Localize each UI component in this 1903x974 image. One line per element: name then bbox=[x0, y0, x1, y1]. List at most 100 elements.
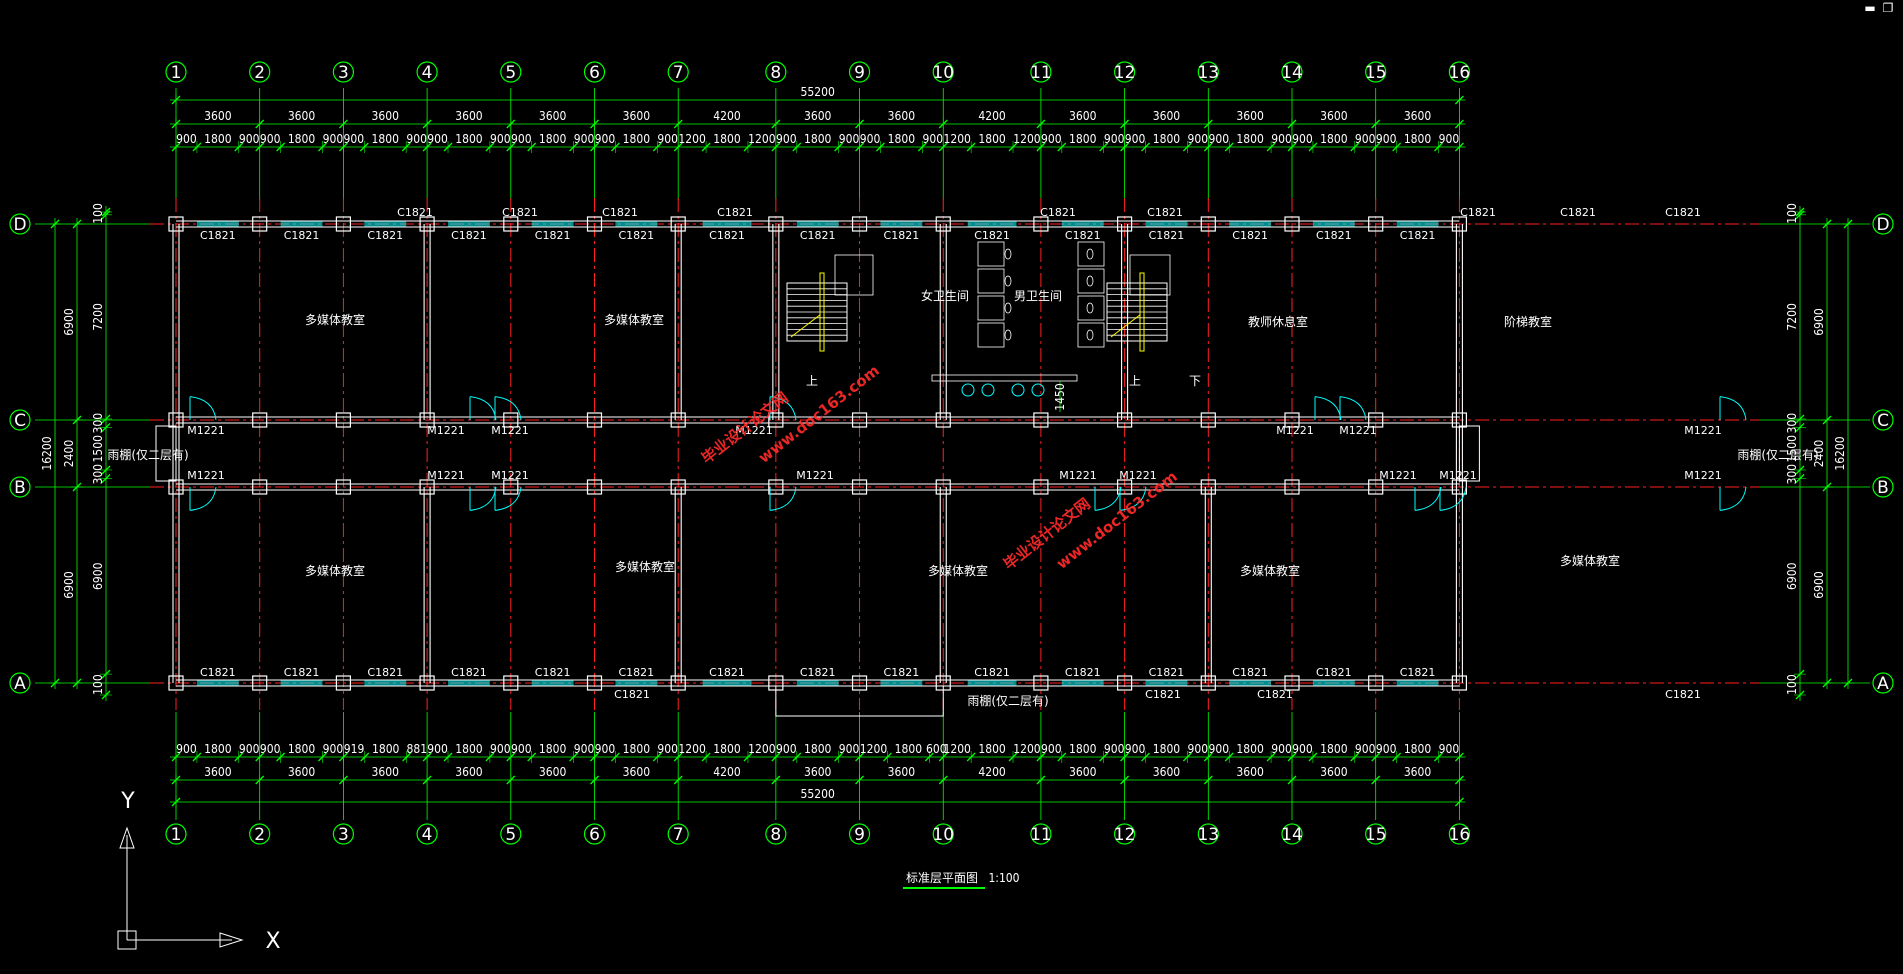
toilet-bowl bbox=[1004, 275, 1012, 287]
minimize-button[interactable]: ▬ bbox=[1864, 1, 1876, 15]
axis-bubble bbox=[1872, 476, 1894, 498]
dim-value: 6900 bbox=[1812, 571, 1826, 599]
sink-counter bbox=[931, 374, 1078, 382]
axis-bubble bbox=[1197, 823, 1219, 845]
column bbox=[670, 675, 686, 691]
axis-bubble bbox=[667, 823, 689, 845]
column bbox=[768, 675, 784, 691]
dim-value: 1800 bbox=[978, 132, 1006, 146]
window bbox=[1229, 221, 1272, 227]
column bbox=[335, 412, 351, 428]
window bbox=[1145, 221, 1188, 227]
window-label: C1821 bbox=[602, 206, 638, 219]
column bbox=[1368, 216, 1384, 232]
column bbox=[1284, 675, 1300, 691]
window-label: C1821 bbox=[502, 206, 538, 219]
dim-value: 1800 bbox=[1153, 132, 1181, 146]
watermarks: 毕业设计论文网www.doc163.com毕业设计论文网www.doc163.c… bbox=[698, 361, 1181, 573]
axis-number: 7 bbox=[673, 63, 684, 83]
dim-value: 3600 bbox=[539, 765, 567, 779]
column bbox=[419, 479, 435, 495]
window-label: C1821 bbox=[974, 666, 1010, 679]
dim-value: 1800 bbox=[372, 742, 400, 756]
window bbox=[702, 221, 752, 227]
dim-value: 900 bbox=[1355, 742, 1376, 756]
dim-value: 1200 bbox=[678, 132, 706, 146]
column bbox=[335, 479, 351, 495]
axis-letter: B bbox=[1877, 478, 1889, 498]
door-label: M1221 bbox=[1276, 424, 1314, 437]
stair-down-label: 下 bbox=[1189, 374, 1201, 388]
axis-bubble bbox=[1365, 823, 1387, 845]
restore-button[interactable]: ❐ bbox=[1882, 1, 1894, 15]
dim-value: 100 bbox=[91, 203, 105, 224]
axis-bubble bbox=[9, 213, 31, 235]
dim-value: 900 bbox=[657, 132, 678, 146]
dim-value: 900 bbox=[595, 742, 616, 756]
door-label: M1221 bbox=[1379, 469, 1417, 482]
axis-letter: D bbox=[1876, 215, 1889, 235]
toilet-stall bbox=[977, 268, 1005, 294]
dim-value: 3600 bbox=[1069, 109, 1097, 123]
axis-number: 1 bbox=[171, 825, 182, 845]
dim-value: 1800 bbox=[1404, 132, 1432, 146]
dim-value: 900 bbox=[176, 742, 197, 756]
window-label: C1821 bbox=[1400, 229, 1436, 242]
column bbox=[1116, 412, 1133, 428]
window bbox=[880, 221, 923, 227]
dim-value: 3600 bbox=[288, 765, 316, 779]
stair-landing bbox=[1129, 254, 1171, 296]
column bbox=[851, 412, 868, 428]
dim-value: 1200 bbox=[748, 742, 776, 756]
window bbox=[1145, 680, 1188, 686]
dim-value: 3600 bbox=[1320, 109, 1348, 123]
column bbox=[586, 216, 603, 232]
column bbox=[851, 675, 868, 691]
dim-value: 1800 bbox=[713, 742, 741, 756]
axis-bubble bbox=[1113, 61, 1136, 83]
room-label: 女卫生间 bbox=[921, 288, 969, 303]
dim-value: 1800 bbox=[1320, 132, 1348, 146]
axis-number: 10 bbox=[932, 825, 954, 845]
toilet-bowl bbox=[1004, 302, 1012, 314]
dim-value: 900 bbox=[1104, 132, 1125, 146]
door-swing bbox=[1719, 396, 1747, 421]
window-label: C1821 bbox=[1460, 206, 1496, 219]
dim-value: 900 bbox=[1271, 742, 1292, 756]
window bbox=[1312, 221, 1355, 227]
dim-value: 3600 bbox=[1153, 765, 1181, 779]
column bbox=[1284, 412, 1300, 428]
toilet-bowl bbox=[1004, 329, 1012, 341]
axis-number: 15 bbox=[1365, 825, 1387, 845]
stair-arrow bbox=[790, 314, 821, 338]
axis-bubble bbox=[1448, 61, 1471, 83]
axis-letter: D bbox=[13, 215, 26, 235]
axis-number: 13 bbox=[1197, 63, 1219, 83]
column bbox=[1451, 479, 1468, 495]
dim-value: 3600 bbox=[204, 765, 232, 779]
axis-bubble bbox=[1281, 61, 1303, 83]
column bbox=[1033, 479, 1049, 495]
dim-value: 900 bbox=[323, 132, 344, 146]
dim-value: 4200 bbox=[978, 109, 1006, 123]
window-label: C1821 bbox=[717, 206, 753, 219]
axis-letter: B bbox=[14, 478, 26, 498]
dim-value: 900 bbox=[176, 132, 197, 146]
axis-bubble bbox=[848, 61, 871, 83]
room-label: 阶梯教室 bbox=[1504, 314, 1552, 329]
dim-value: 4200 bbox=[713, 765, 741, 779]
dim-value: 900 bbox=[406, 132, 427, 146]
dim-value: 900 bbox=[1355, 132, 1376, 146]
column bbox=[1116, 216, 1133, 232]
window-label: C1821 bbox=[200, 229, 236, 242]
dim-value: 3600 bbox=[455, 109, 483, 123]
dim-value: 2400 bbox=[1812, 440, 1826, 468]
axis-bubble bbox=[765, 61, 787, 83]
door-label: M1221 bbox=[1439, 469, 1477, 482]
dim-value: 1800 bbox=[204, 132, 232, 146]
dim-value: 900 bbox=[1125, 742, 1146, 756]
window bbox=[1229, 680, 1272, 686]
dim-value: 3600 bbox=[288, 109, 316, 123]
axis-bubble bbox=[9, 409, 31, 431]
